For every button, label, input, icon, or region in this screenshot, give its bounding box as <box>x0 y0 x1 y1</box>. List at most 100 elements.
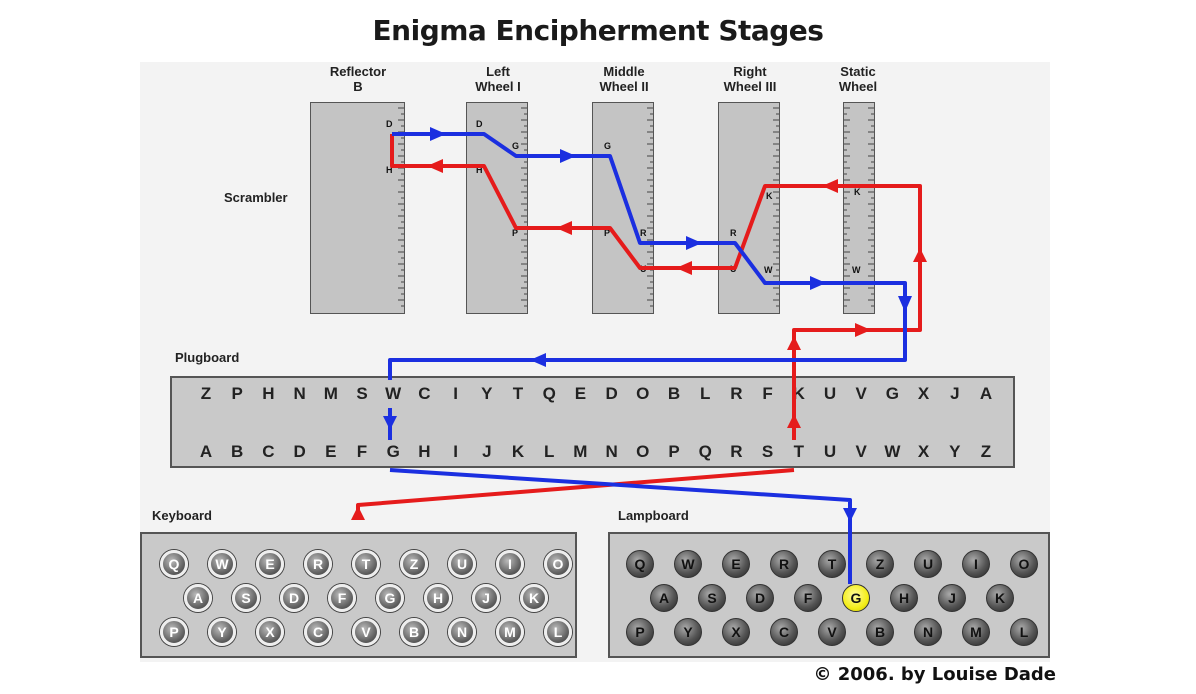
plugboard-bottom-letter: A <box>199 442 213 461</box>
plugboard-label: Plugboard <box>175 350 240 365</box>
plugboard-bottom-letter: V <box>855 442 867 461</box>
key-f[interactable]: F <box>328 584 356 612</box>
plugboard-top-letter: I <box>453 384 458 403</box>
lamp-o: O <box>1010 550 1038 578</box>
plugboard-bottom-letter: R <box>730 442 743 461</box>
lamp-h: H <box>890 584 918 612</box>
key-x[interactable]: X <box>256 618 284 646</box>
lamp-s: S <box>698 584 726 612</box>
right-wheel <box>718 102 780 314</box>
key-d[interactable]: D <box>280 584 308 612</box>
key-m[interactable]: M <box>496 618 524 646</box>
plugboard-bottom-letter: S <box>761 442 774 461</box>
key-i[interactable]: I <box>496 550 524 578</box>
key-z[interactable]: Z <box>400 550 428 578</box>
plugboard-bottom-letter: D <box>293 442 306 461</box>
key-v[interactable]: V <box>352 618 380 646</box>
lamp-y: Y <box>674 618 702 646</box>
key-r[interactable]: R <box>304 550 332 578</box>
left-wheel-label: Left Wheel I <box>448 64 548 94</box>
diagram-title: Enigma Encipherment Stages <box>372 14 824 47</box>
contact-left-1: G <box>512 141 519 151</box>
plugboard-bottom-letter: L <box>543 442 555 461</box>
contact-static-0: K <box>854 187 861 197</box>
right-wheel-label-line1: Right <box>733 64 767 79</box>
key-e[interactable]: E <box>256 550 284 578</box>
lamp-f: F <box>794 584 822 612</box>
plugboard-bottom-letter: W <box>884 442 901 461</box>
lamp-b: B <box>866 618 894 646</box>
key-u[interactable]: U <box>448 550 476 578</box>
left-wheel <box>466 102 528 314</box>
plugboard-bottom-letter: H <box>418 442 431 461</box>
contact-reflector-0: D <box>386 119 393 129</box>
key-q[interactable]: Q <box>160 550 188 578</box>
middle-wheel-label-line1: Middle <box>603 64 645 79</box>
contact-right-3: W <box>764 265 773 275</box>
left-wheel-label-line2: Wheel I <box>475 79 521 94</box>
plugboard-top-letter: H <box>262 384 275 403</box>
plugboard-bottom-letter: I <box>453 442 458 461</box>
plugboard-bottom-letter: O <box>636 442 650 461</box>
key-o[interactable]: O <box>544 550 572 578</box>
key-g[interactable]: G <box>376 584 404 612</box>
plugboard-top-letter: X <box>917 384 930 403</box>
plugboard-top-letter: P <box>231 384 243 403</box>
reflector-label-line1: Reflector <box>329 64 387 79</box>
plugboard-bottom-letter: G <box>386 442 400 461</box>
lamp-x: X <box>722 618 750 646</box>
lamp-u: U <box>914 550 942 578</box>
plugboard-top-letter: J <box>950 384 960 403</box>
key-y[interactable]: Y <box>208 618 236 646</box>
lamp-w: W <box>674 550 702 578</box>
scrambler-label: Scrambler <box>224 190 288 205</box>
lamp-l: L <box>1010 618 1038 646</box>
lamp-p: P <box>626 618 654 646</box>
middle-wheel <box>592 102 654 314</box>
key-p[interactable]: P <box>160 618 188 646</box>
key-s[interactable]: S <box>232 584 260 612</box>
plugboard-top-letter: V <box>855 384 867 403</box>
key-j[interactable]: J <box>472 584 500 612</box>
middle-wheel-label: Middle Wheel II <box>574 64 674 94</box>
contact-static-1: W <box>852 265 861 275</box>
lamp-q: Q <box>626 550 654 578</box>
plugboard-top-letter: C <box>418 384 431 403</box>
path-arrows <box>351 127 927 522</box>
plugboard-top-letter: U <box>823 384 837 403</box>
lamp-i: I <box>962 550 990 578</box>
lamp-n: N <box>914 618 942 646</box>
plugboard-top-letter: S <box>356 384 368 403</box>
plugboard-bottom-letter: U <box>823 442 837 461</box>
plugboard-top-letter: E <box>574 384 587 403</box>
key-n[interactable]: N <box>448 618 476 646</box>
key-b[interactable]: B <box>400 618 428 646</box>
static-wheel-label-line1: Static <box>840 64 876 79</box>
lamp-t: T <box>818 550 846 578</box>
key-w[interactable]: W <box>208 550 236 578</box>
key-k[interactable]: K <box>520 584 548 612</box>
plugboard-top-letter: M <box>323 384 338 403</box>
plugboard-top-letter: Y <box>481 384 493 403</box>
lamp-j: J <box>938 584 966 612</box>
plugboard-bottom-letter: X <box>917 442 930 461</box>
lampboard-label: Lampboard <box>618 508 689 523</box>
key-a[interactable]: A <box>184 584 212 612</box>
key-c[interactable]: C <box>304 618 332 646</box>
key-l[interactable]: L <box>544 618 572 646</box>
key-t[interactable]: T <box>352 550 380 578</box>
contact-right-1: R <box>730 228 737 238</box>
plugboard-bottom-letter: F <box>356 442 368 461</box>
contact-middle-0: G <box>604 141 611 151</box>
plugboard-top-letter: B <box>667 384 681 403</box>
reflector-label: Reflector B <box>308 64 408 94</box>
contact-middle-1: P <box>604 228 610 238</box>
contact-right-0: K <box>766 191 773 201</box>
lamp-k: K <box>986 584 1014 612</box>
key-h[interactable]: H <box>424 584 452 612</box>
lamp-a: A <box>650 584 678 612</box>
